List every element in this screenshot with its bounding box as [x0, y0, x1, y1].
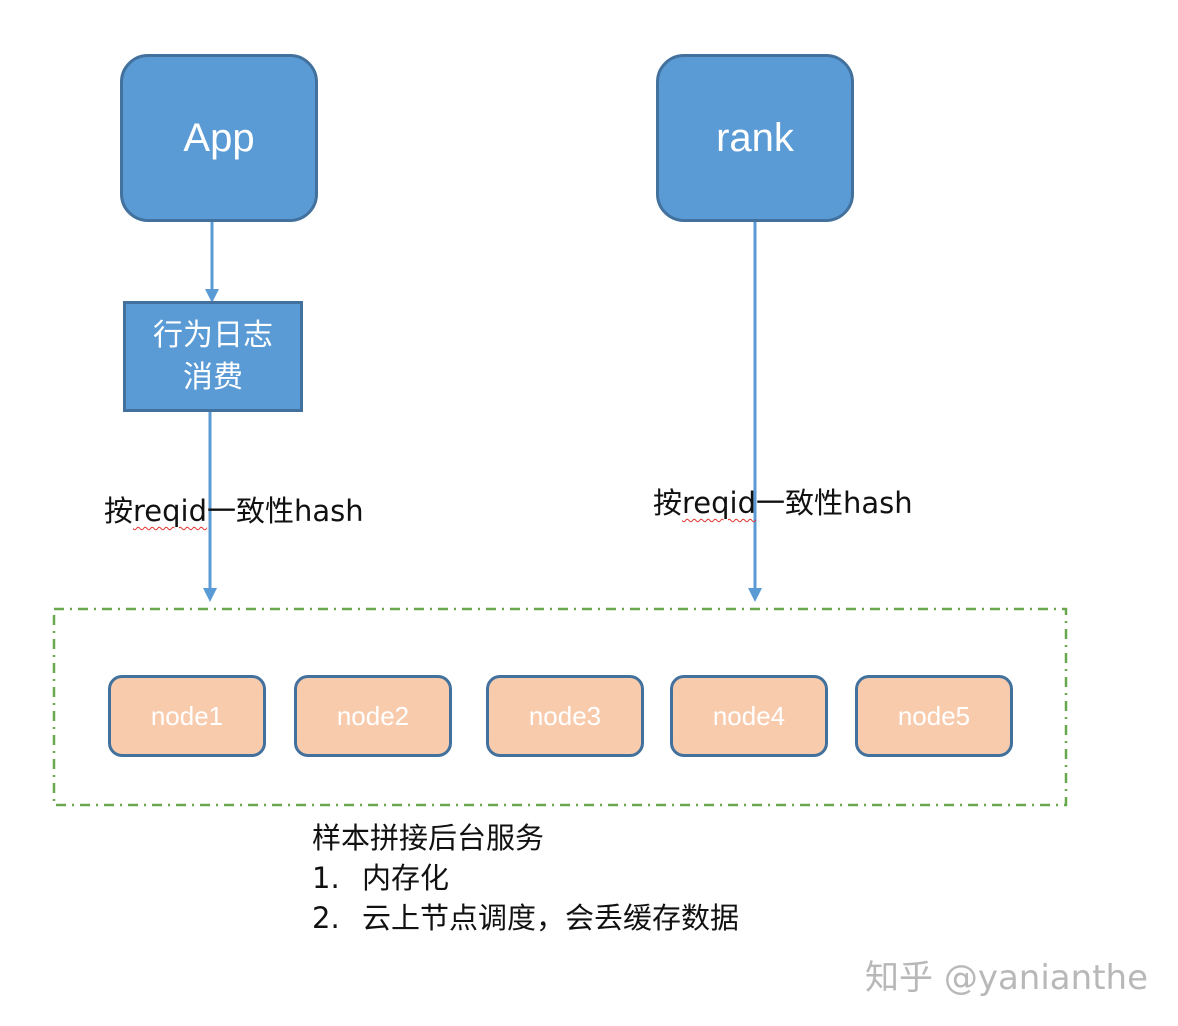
service-note-item-1-text: 内存化 [362, 861, 450, 895]
cluster-node-3: node3 [486, 675, 644, 757]
consumer-label-line2: 消费 [183, 359, 243, 395]
right-hash-key: reqid [682, 486, 757, 520]
right-hash-suffix: 一致性hash [756, 486, 913, 520]
app-box: App [120, 54, 318, 222]
service-note-item-2-text: 云上节点调度，会丢缓存数据 [362, 901, 740, 935]
service-note-item-1-number: 1. [312, 861, 340, 895]
cluster-node-1-label: node1 [150, 700, 224, 731]
consumer-box: 行为日志 消费 [123, 301, 303, 412]
left-hash-key: reqid [133, 494, 208, 528]
right-hash-label: 按reqid一致性hash [653, 480, 913, 522]
consumer-label-line1: 行为日志 [153, 317, 273, 353]
cluster-node-3-label: node3 [528, 700, 602, 731]
rank-box: rank [656, 54, 854, 222]
cluster-node-5-label: node5 [897, 700, 971, 731]
service-note-item-2: 2. 云上节点调度，会丢缓存数据 [312, 898, 739, 938]
watermark: 知乎 @yanianthe [865, 958, 1148, 998]
service-note-item-1: 1. 内存化 [312, 858, 739, 898]
service-notes: 样本拼接后台服务 1. 内存化 2. 云上节点调度，会丢缓存数据 [312, 818, 739, 938]
left-hash-prefix: 按 [104, 494, 134, 528]
app-label: App [183, 115, 255, 160]
rank-label: rank [716, 115, 794, 160]
cluster-node-2-label: node2 [336, 700, 410, 731]
cluster-node-1: node1 [108, 675, 266, 757]
cluster-node-5: node5 [855, 675, 1013, 757]
left-hash-suffix: 一致性hash [207, 494, 364, 528]
service-notes-title: 样本拼接后台服务 [312, 821, 545, 855]
cluster-node-2: node2 [294, 675, 452, 757]
service-note-item-2-number: 2. [312, 901, 340, 935]
cluster-node-4: node4 [670, 675, 828, 757]
left-hash-label: 按reqid一致性hash [104, 488, 364, 530]
cluster-node-4-label: node4 [712, 700, 786, 731]
right-hash-prefix: 按 [653, 486, 683, 520]
